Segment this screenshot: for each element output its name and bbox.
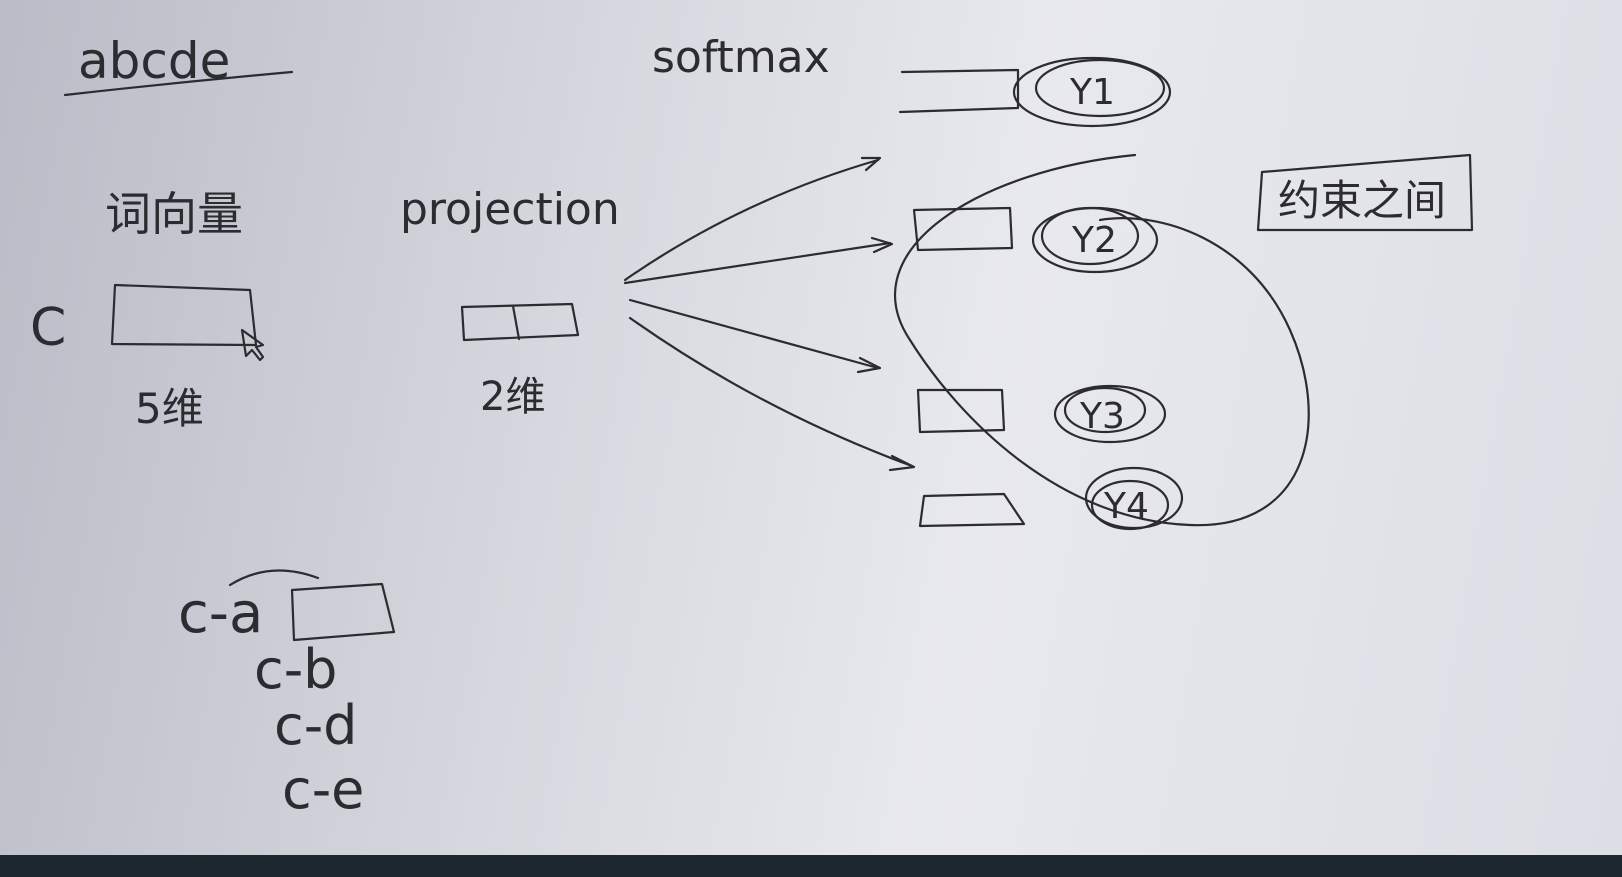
boxed-note-text: 约束之间 bbox=[1278, 176, 1446, 225]
pair-c-b: c-b bbox=[254, 638, 337, 701]
projection-label: projection bbox=[400, 184, 620, 235]
title-underline bbox=[63, 70, 294, 97]
input-letter-c: C bbox=[30, 298, 66, 358]
cursor-icon bbox=[240, 328, 265, 362]
pair-box bbox=[290, 582, 396, 642]
projection-arrows bbox=[623, 156, 916, 472]
word-vector-label: 词向量 bbox=[105, 187, 243, 241]
output-boxes bbox=[898, 68, 1026, 528]
input-vector-box bbox=[110, 283, 258, 347]
pair-c-d: c-d bbox=[274, 694, 357, 757]
pair-arc bbox=[228, 569, 320, 587]
softmax-label: softmax bbox=[652, 32, 830, 83]
note-box bbox=[1256, 153, 1474, 232]
output-y4: Y4 bbox=[1103, 486, 1149, 527]
input-dim-label: 5维 bbox=[135, 384, 204, 433]
pair-c-a: c-a bbox=[178, 581, 263, 646]
output-ellipses bbox=[1012, 56, 1184, 531]
projection-dim-label: 2维 bbox=[480, 374, 545, 420]
projection-vector-box bbox=[460, 302, 580, 342]
output-y3: Y3 bbox=[1079, 396, 1125, 437]
pair-c-e: c-e bbox=[282, 758, 364, 821]
title-abcde: abcde bbox=[78, 32, 230, 90]
grouping-loop bbox=[894, 153, 1310, 527]
output-y2: Y2 bbox=[1071, 220, 1117, 261]
output-y1: Y1 bbox=[1069, 72, 1115, 113]
screen-bottom-bar bbox=[0, 855, 1622, 877]
